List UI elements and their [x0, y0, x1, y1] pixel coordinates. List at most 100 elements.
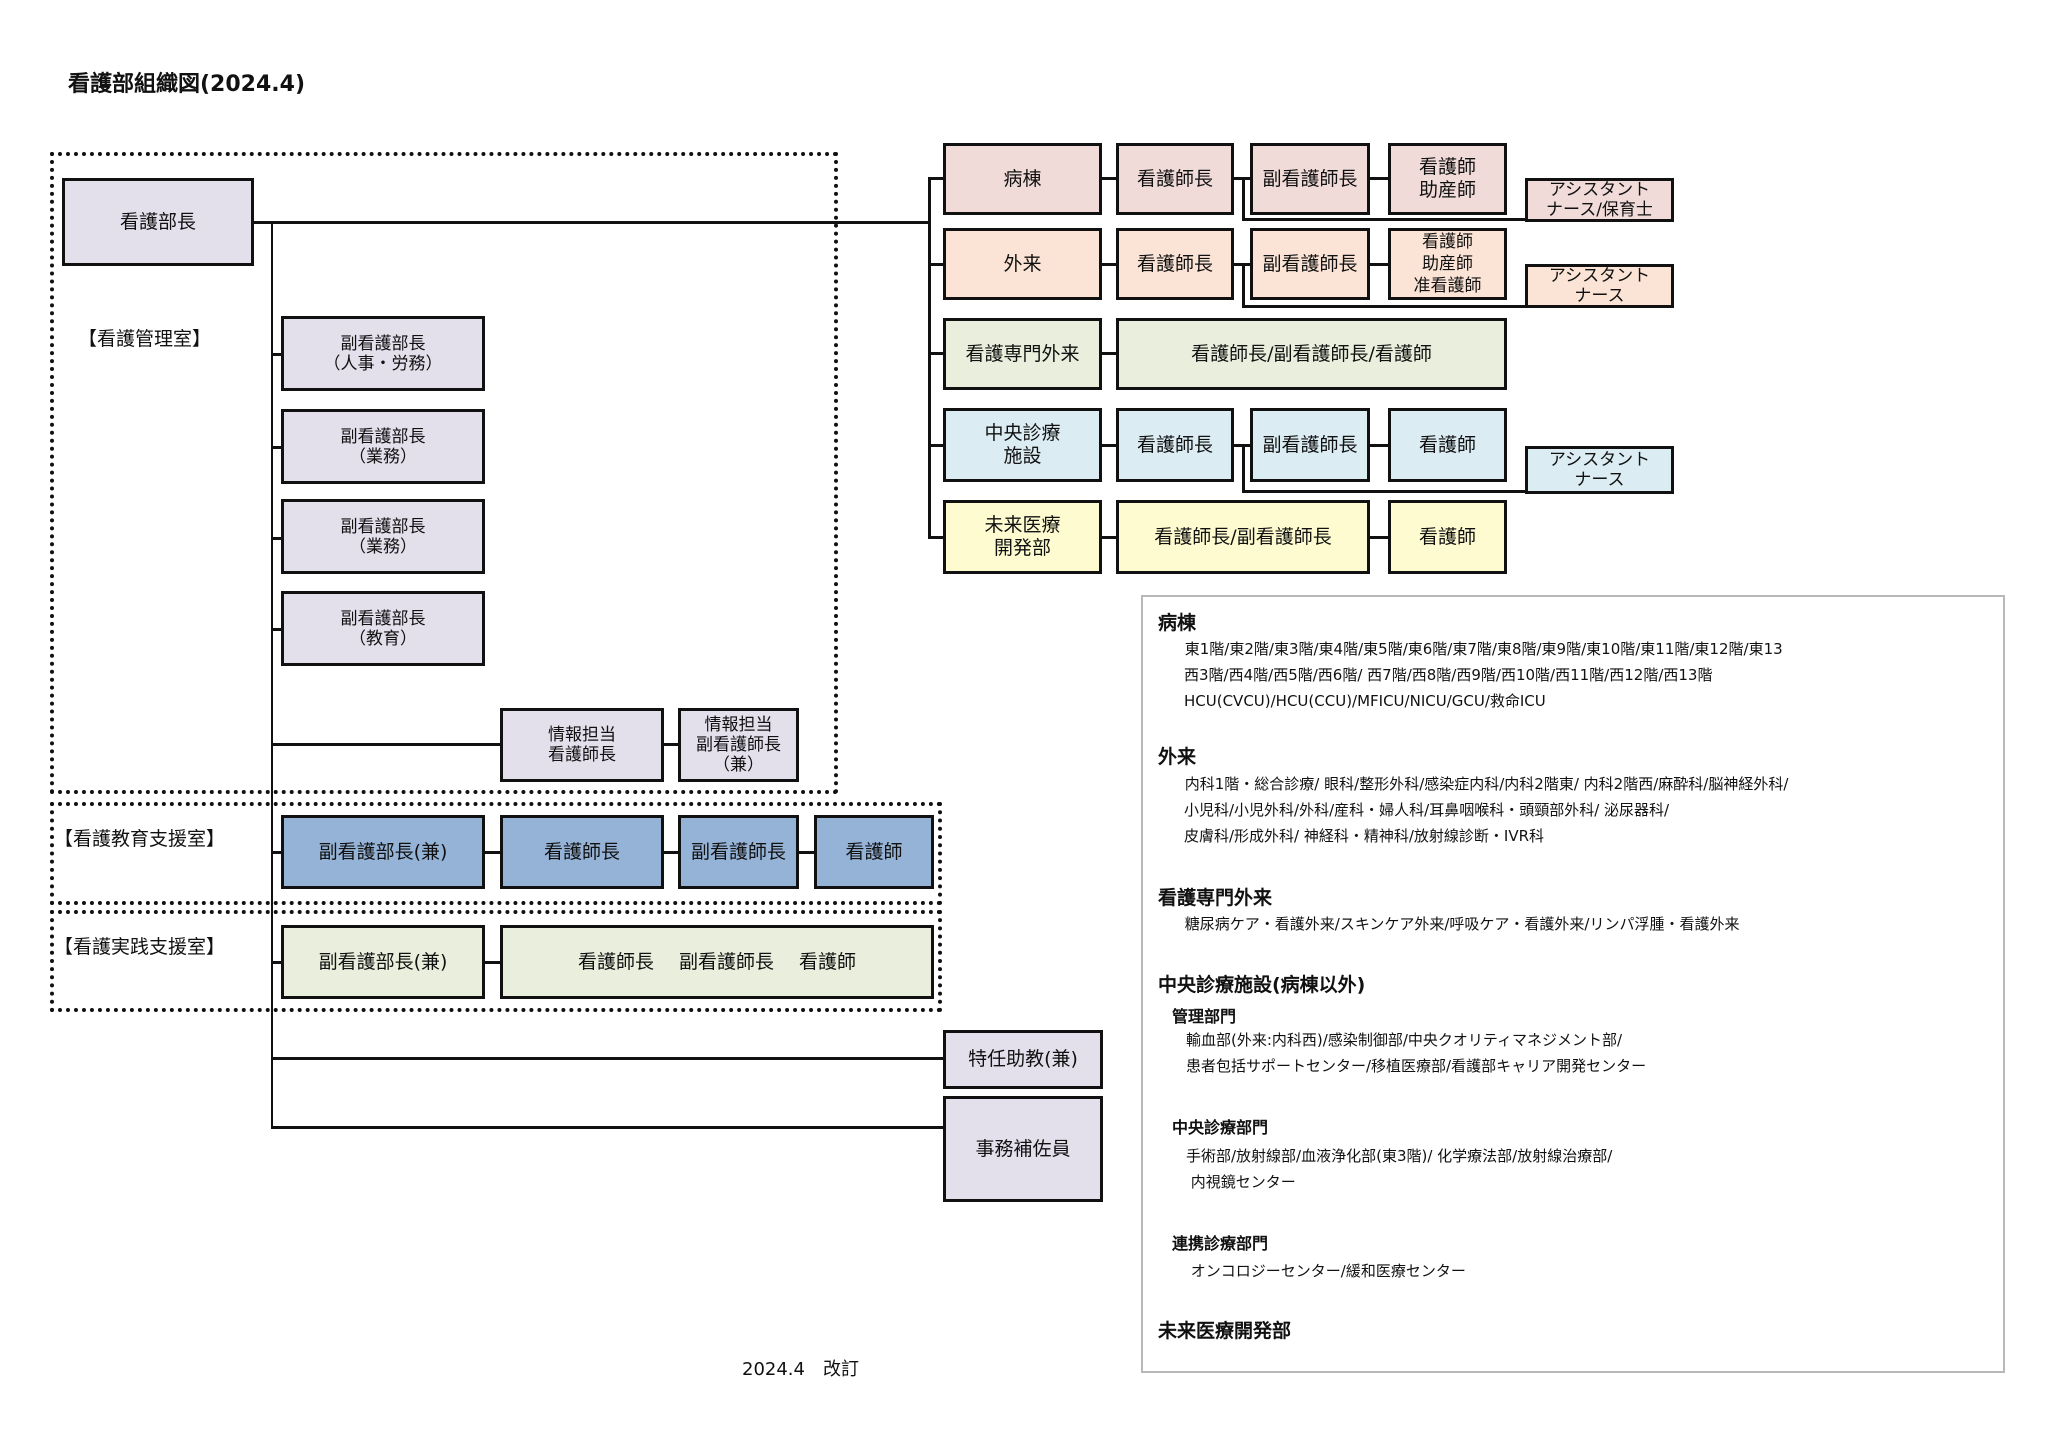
connector [1100, 263, 1117, 266]
connector [1100, 536, 1117, 539]
connector [1242, 263, 1245, 307]
panel-ward-line: 西3階/西4階/西5階/西6階/ 西7階/西8階/西9階/西10階/西11階/西… [1184, 666, 1713, 684]
connector [271, 446, 283, 449]
panel-outpatient-line: 内科1階・総合診療/ 眼科/整形外科/感染症内科/内科2階東/ 内科2階西/麻酔… [1180, 775, 1789, 793]
panel-central-line: 手術部/放射線部/血液浄化部(東3階)/ 化学療法部/放射線治療部/ [1186, 1147, 1613, 1165]
ward-deputy-head-nurse[interactable]: 副看護師長 [1250, 143, 1370, 215]
ward-head-nurse[interactable]: 看護師長 [1116, 143, 1234, 215]
panel-central-heading: 中央診療施設(病棟以外) [1158, 974, 1366, 996]
panel-central-line: 輸血部(外来:内科西)/感染制御部/中央クオリティマネジメント部/ [1186, 1031, 1623, 1049]
connector [662, 743, 679, 746]
connector [1232, 177, 1251, 180]
connector [1368, 177, 1389, 180]
connector [1100, 444, 1117, 447]
connector [271, 851, 283, 854]
deputy-director-education[interactable]: 副看護部長 （教育） [281, 591, 485, 666]
central-assistant-nurse[interactable]: アシスタント ナース [1525, 446, 1674, 494]
education-office-group [50, 802, 942, 905]
connector [482, 961, 501, 964]
connector [271, 1057, 944, 1060]
panel-ward-line: HCU(CVCU)/HCU(CCU)/MFICU/NICU/GCU/救命ICU [1184, 692, 1546, 710]
connector [1242, 218, 1527, 221]
connector [1232, 263, 1251, 266]
education-deputy-director[interactable]: 副看護部長(兼) [281, 815, 485, 889]
connector [1242, 177, 1245, 220]
dept-future-medicine[interactable]: 未来医療 開発部 [943, 500, 1102, 574]
connector [1232, 444, 1251, 447]
education-office-label: 【看護教育支援室】 [54, 828, 226, 850]
connector [928, 263, 944, 266]
info-head-nurse[interactable]: 情報担当 看護師長 [500, 708, 664, 782]
management-office-group [50, 152, 838, 794]
connector [797, 851, 815, 854]
dept-central-facilities[interactable]: 中央診療 施設 [943, 408, 1102, 482]
panel-central-line: 内視鏡センター [1186, 1173, 1296, 1191]
department-trunk-line [928, 178, 931, 538]
connector [1368, 536, 1389, 539]
practice-office-group [50, 910, 942, 1012]
panel-ward-heading: 病棟 [1158, 612, 1197, 634]
central-head-nurse[interactable]: 看護師長 [1116, 408, 1234, 482]
panel-specialty-line: 糖尿病ケア・看護外来/スキンケア外来/呼吸ケア・看護外来/リンパ浮腫・看護外来 [1180, 915, 1740, 933]
connector [928, 536, 944, 539]
connector [1242, 305, 1527, 308]
director-box[interactable]: 看護部長 [62, 178, 254, 266]
education-deputy-head-nurse[interactable]: 副看護師長 [678, 815, 799, 889]
director-connector [252, 221, 930, 224]
specialty-staff[interactable]: 看護師長/副看護師長/看護師 [1116, 318, 1507, 390]
panel-outpatient-line: 皮膚科/形成外科/ 神経科・精神科/放射線診断・IVR科 [1184, 827, 1545, 845]
ward-assistant-nurse[interactable]: アシスタント ナース/保育士 [1525, 178, 1674, 222]
panel-specialty-heading: 看護専門外来 [1158, 887, 1273, 909]
main-trunk-line [271, 221, 273, 1128]
connector [662, 851, 679, 854]
connector [1100, 177, 1117, 180]
connector [271, 743, 501, 746]
connector [1368, 444, 1389, 447]
panel-outpatient-line: 小児科/小児外科/外科/産科・婦人科/耳鼻咽喉科・頭頸部外科/ 泌尿器科/ [1184, 801, 1670, 819]
specially-appointed-assistant-professor[interactable]: 特任助教(兼) [943, 1030, 1103, 1089]
central-nurse[interactable]: 看護師 [1388, 408, 1507, 482]
connector [271, 353, 283, 356]
education-head-nurse[interactable]: 看護師長 [500, 815, 664, 889]
panel-future-heading: 未来医療開発部 [1158, 1320, 1292, 1342]
central-deputy-head-nurse[interactable]: 副看護師長 [1250, 408, 1370, 482]
connector [271, 628, 283, 631]
outpatient-nurse-midwife-practical[interactable]: 看護師 助産師 准看護師 [1388, 228, 1507, 300]
connector [1100, 352, 1117, 355]
connector [1242, 444, 1245, 492]
future-head-deputy-nurse[interactable]: 看護師長/副看護師長 [1116, 500, 1370, 574]
connector [928, 177, 944, 180]
outpatient-assistant-nurse[interactable]: アシスタント ナース [1525, 264, 1674, 308]
panel-central-subheading: 中央診療部門 [1172, 1118, 1269, 1137]
connector [928, 352, 944, 355]
connector [1242, 490, 1527, 493]
future-nurse[interactable]: 看護師 [1388, 500, 1507, 574]
deputy-director-operations-2[interactable]: 副看護部長 （業務） [281, 499, 485, 574]
panel-ward-line: 東1階/東2階/東3階/東4階/東5階/東6階/東7階/東8階/東9階/東10階… [1180, 640, 1783, 658]
outpatient-deputy-head-nurse[interactable]: 副看護師長 [1250, 228, 1370, 300]
connector [271, 1126, 944, 1129]
info-deputy-head-nurse[interactable]: 情報担当 副看護師長 （兼） [678, 708, 799, 782]
panel-central-line: 患者包括サポートセンター/移植医療部/看護部キャリア開発センター [1186, 1057, 1647, 1075]
connector [482, 851, 501, 854]
dept-outpatient[interactable]: 外来 [943, 228, 1102, 300]
panel-central-line: オンコロジーセンター/緩和医療センター [1186, 1262, 1466, 1280]
administrative-assistant[interactable]: 事務補佐員 [943, 1096, 1103, 1202]
panel-central-subheading: 連携診療部門 [1172, 1234, 1269, 1253]
education-nurse[interactable]: 看護師 [814, 815, 934, 889]
page-title: 看護部組織図(2024.4) [68, 72, 306, 97]
ward-nurse-midwife[interactable]: 看護師 助産師 [1388, 143, 1507, 215]
outpatient-head-nurse[interactable]: 看護師長 [1116, 228, 1234, 300]
connector [271, 961, 283, 964]
practice-staff[interactable]: 看護師長 副看護師長 看護師 [500, 925, 934, 999]
practice-office-label: 【看護実践支援室】 [54, 936, 226, 958]
deputy-director-hr[interactable]: 副看護部長 （人事・労務） [281, 316, 485, 391]
dept-specialty-outpatient[interactable]: 看護専門外来 [943, 318, 1102, 390]
revision-footer: 2024.4 改訂 [742, 1359, 859, 1380]
practice-deputy-director[interactable]: 副看護部長(兼) [281, 925, 485, 999]
panel-outpatient-heading: 外来 [1158, 746, 1197, 768]
dept-ward[interactable]: 病棟 [943, 143, 1102, 215]
management-office-label: 【看護管理室】 [78, 328, 212, 350]
connector [271, 537, 283, 540]
deputy-director-operations-1[interactable]: 副看護部長 （業務） [281, 409, 485, 484]
